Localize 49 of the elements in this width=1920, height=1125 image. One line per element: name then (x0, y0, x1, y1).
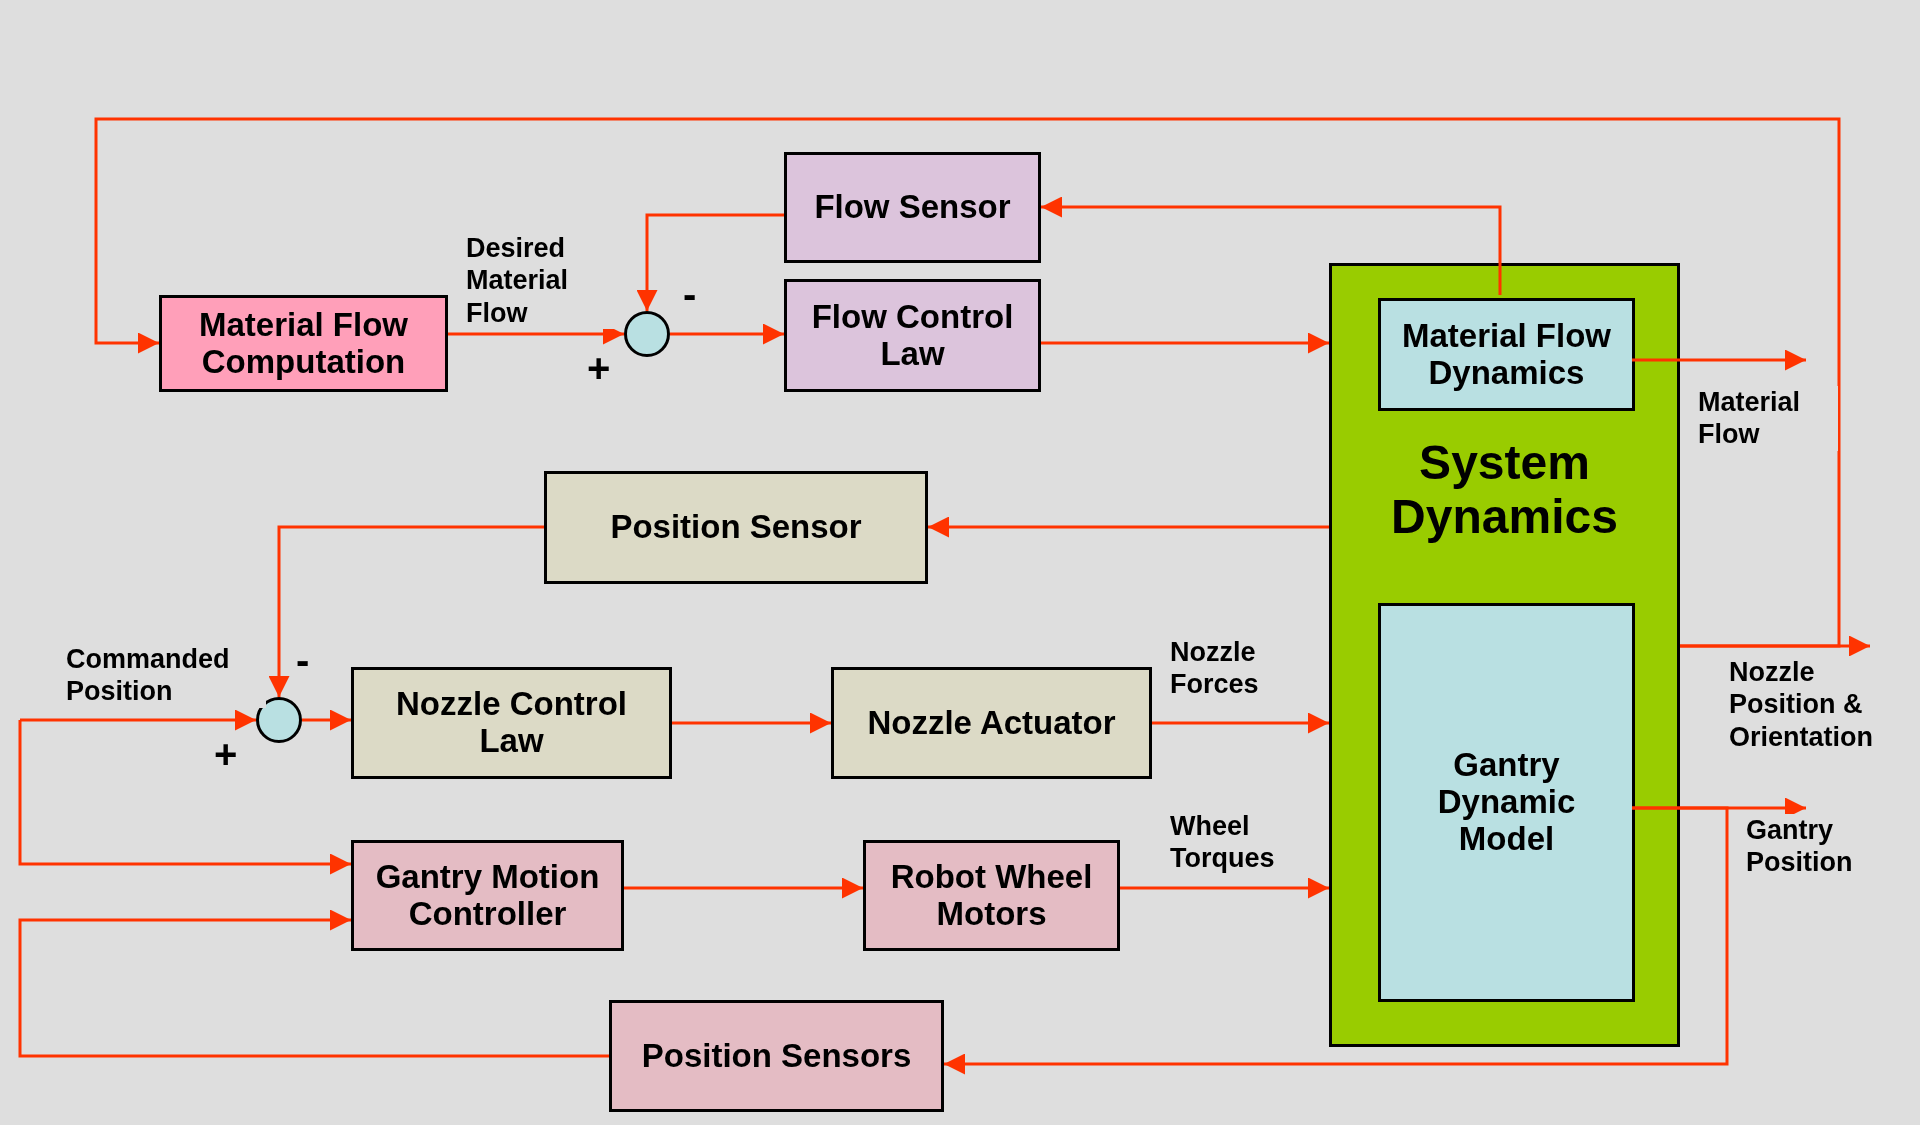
arrow (94, 117, 1841, 648)
process-box (1378, 603, 1635, 1002)
sign-label: + (214, 734, 238, 774)
box-label: Nozzle Actuator (866, 704, 1117, 742)
arrow (1041, 332, 1329, 354)
arrow (1632, 349, 1806, 371)
arrow (18, 909, 609, 1058)
arrow (944, 806, 1729, 1075)
edge-label: Material Flow (1698, 386, 1838, 451)
arrow (624, 877, 863, 899)
summing-junction (624, 311, 670, 357)
box-label: Robot Wheel Motors (889, 858, 1094, 933)
sign-label: + (587, 348, 611, 388)
arrow (1041, 196, 1502, 295)
system-block (1329, 263, 1680, 1047)
arrow (1120, 877, 1329, 899)
group-title: System Dynamics (1390, 436, 1619, 544)
arrow (268, 525, 544, 697)
process-box (784, 279, 1041, 392)
process-box (159, 295, 448, 392)
box-label: Material Flow Dynamics (1400, 317, 1612, 392)
box-label: Flow Control Law (810, 298, 1015, 373)
box-label: Material Flow Computation (197, 306, 409, 381)
box-label: Position Sensors (640, 1037, 913, 1075)
process-box (1378, 298, 1635, 411)
box-label: Gantry Motion Controller (374, 858, 601, 933)
arrow (302, 709, 351, 731)
arrow (672, 712, 831, 734)
sign-label: - (683, 274, 697, 314)
arrow (670, 323, 784, 345)
box-label: Gantry Dynamic Model (1436, 747, 1577, 858)
arrow (636, 213, 784, 311)
process-box (544, 471, 928, 584)
box-label: Nozzle Control Law (395, 686, 628, 760)
box-label: Flow Sensor (813, 189, 1012, 226)
process-box (609, 1000, 944, 1112)
box-label: Position Sensor (609, 509, 863, 546)
process-box (831, 667, 1152, 779)
process-box (863, 840, 1120, 951)
arrow (1680, 635, 1870, 657)
arrow (18, 720, 351, 875)
arrow (1152, 712, 1329, 734)
process-box (784, 152, 1041, 263)
arrow (20, 709, 256, 731)
arrow (928, 516, 1329, 538)
sign-label: - (296, 640, 310, 680)
summing-junction (256, 697, 302, 743)
process-box (351, 667, 672, 779)
process-box (351, 840, 624, 951)
